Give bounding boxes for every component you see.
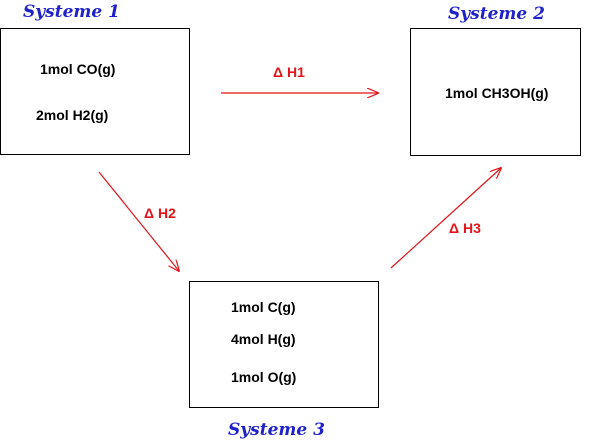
system-1-title: Systeme 1 bbox=[23, 2, 120, 22]
system-2-species-ch3oh: 1mol CH3OH(g) bbox=[445, 85, 549, 101]
system-2-box: 1mol CH3OH(g) bbox=[410, 28, 581, 156]
delta-h3-label: Δ H3 bbox=[449, 220, 481, 236]
delta-h2-label: Δ H2 bbox=[144, 205, 176, 221]
system-2-title: Systeme 2 bbox=[448, 4, 545, 24]
system-3-title: Systeme 3 bbox=[228, 420, 325, 440]
system-1-species-co: 1mol CO(g) bbox=[40, 61, 116, 77]
system-3-species-h: 4mol H(g) bbox=[231, 331, 296, 347]
system-3-box: 1mol C(g) 4mol H(g) 1mol O(g) bbox=[189, 281, 379, 408]
system-1-box: 1mol CO(g) 2mol H2(g) bbox=[0, 28, 190, 155]
arrow-dh2 bbox=[98, 171, 179, 271]
delta-h1-label: Δ H1 bbox=[273, 64, 305, 80]
system-3-species-c: 1mol C(g) bbox=[231, 299, 296, 315]
system-1-species-h2: 2mol H2(g) bbox=[36, 107, 109, 123]
arrow-dh3 bbox=[390, 168, 501, 269]
system-3-species-o: 1mol O(g) bbox=[231, 369, 297, 385]
